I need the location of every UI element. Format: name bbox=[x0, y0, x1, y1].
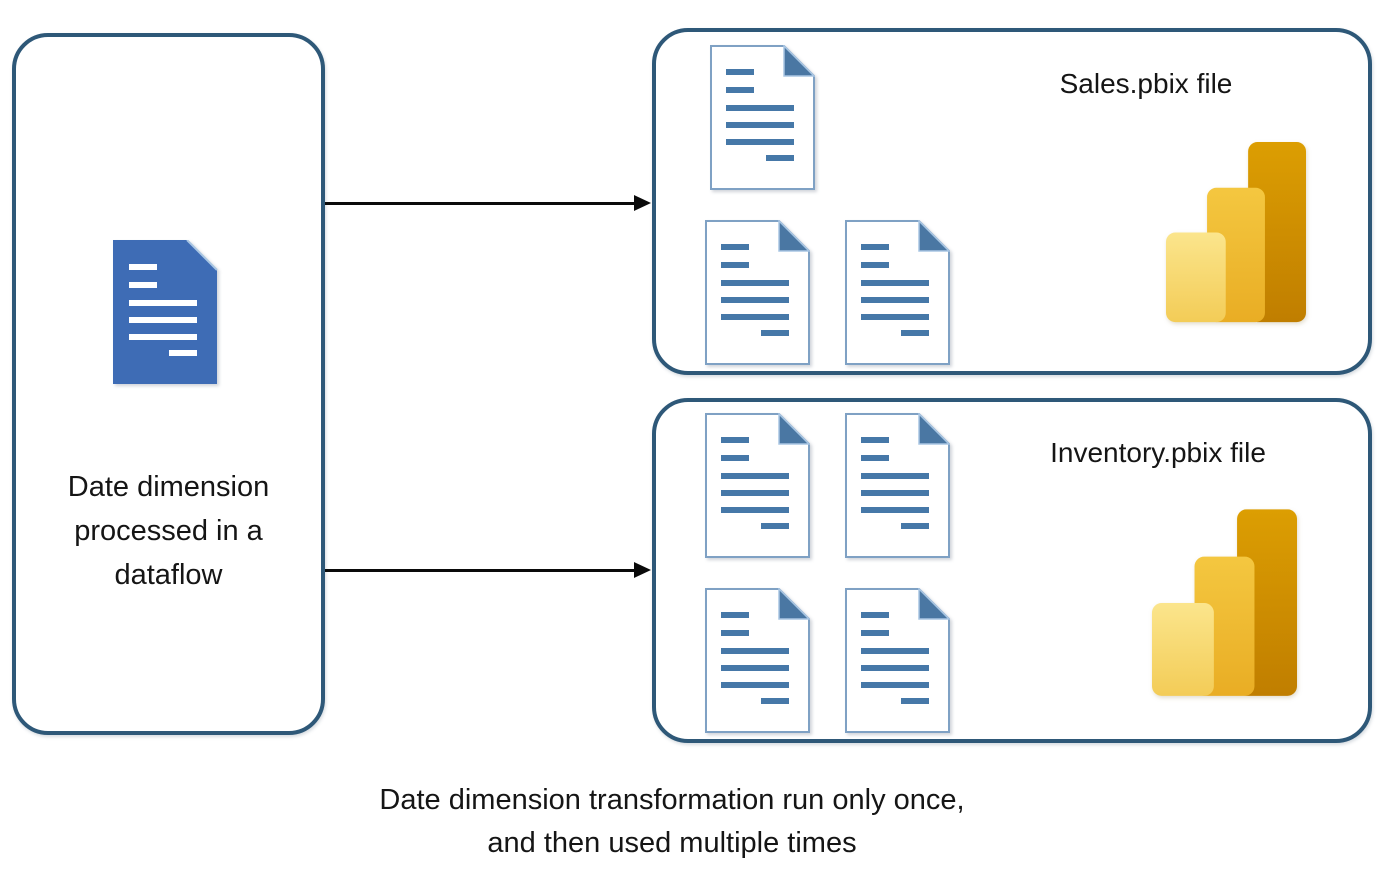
document-icon bbox=[113, 240, 218, 385]
document-icon bbox=[710, 45, 815, 190]
inventory-pbix-box: Inventory.pbix file bbox=[652, 398, 1372, 743]
arrow-to-sales-icon bbox=[325, 195, 651, 211]
diagram-caption: Date dimension transformation run only o… bbox=[379, 784, 965, 859]
dataflow-box: Date dimension processed in a dataflow bbox=[12, 33, 325, 735]
document-icon bbox=[705, 220, 810, 365]
arrow-shaft bbox=[325, 201, 635, 205]
inventory-box-label: Inventory.pbix file bbox=[1050, 437, 1266, 468]
sales-pbix-box: Sales.pbix file bbox=[652, 28, 1372, 375]
power-bi-logo-icon bbox=[1152, 507, 1297, 700]
sales-box-label: Sales.pbix file bbox=[1059, 68, 1233, 99]
document-icon bbox=[705, 588, 810, 733]
document-icon bbox=[845, 588, 950, 733]
dataflow-box-label: Date dimension processed in a dataflow bbox=[67, 471, 270, 591]
power-bi-logo-icon bbox=[1166, 142, 1306, 324]
document-icon bbox=[705, 413, 810, 558]
arrow-shaft bbox=[325, 568, 635, 572]
arrow-head-icon bbox=[634, 195, 651, 211]
document-icon bbox=[845, 220, 950, 365]
arrow-head-icon bbox=[634, 562, 651, 578]
document-icon bbox=[845, 413, 950, 558]
arrow-to-inventory-icon bbox=[325, 562, 651, 578]
